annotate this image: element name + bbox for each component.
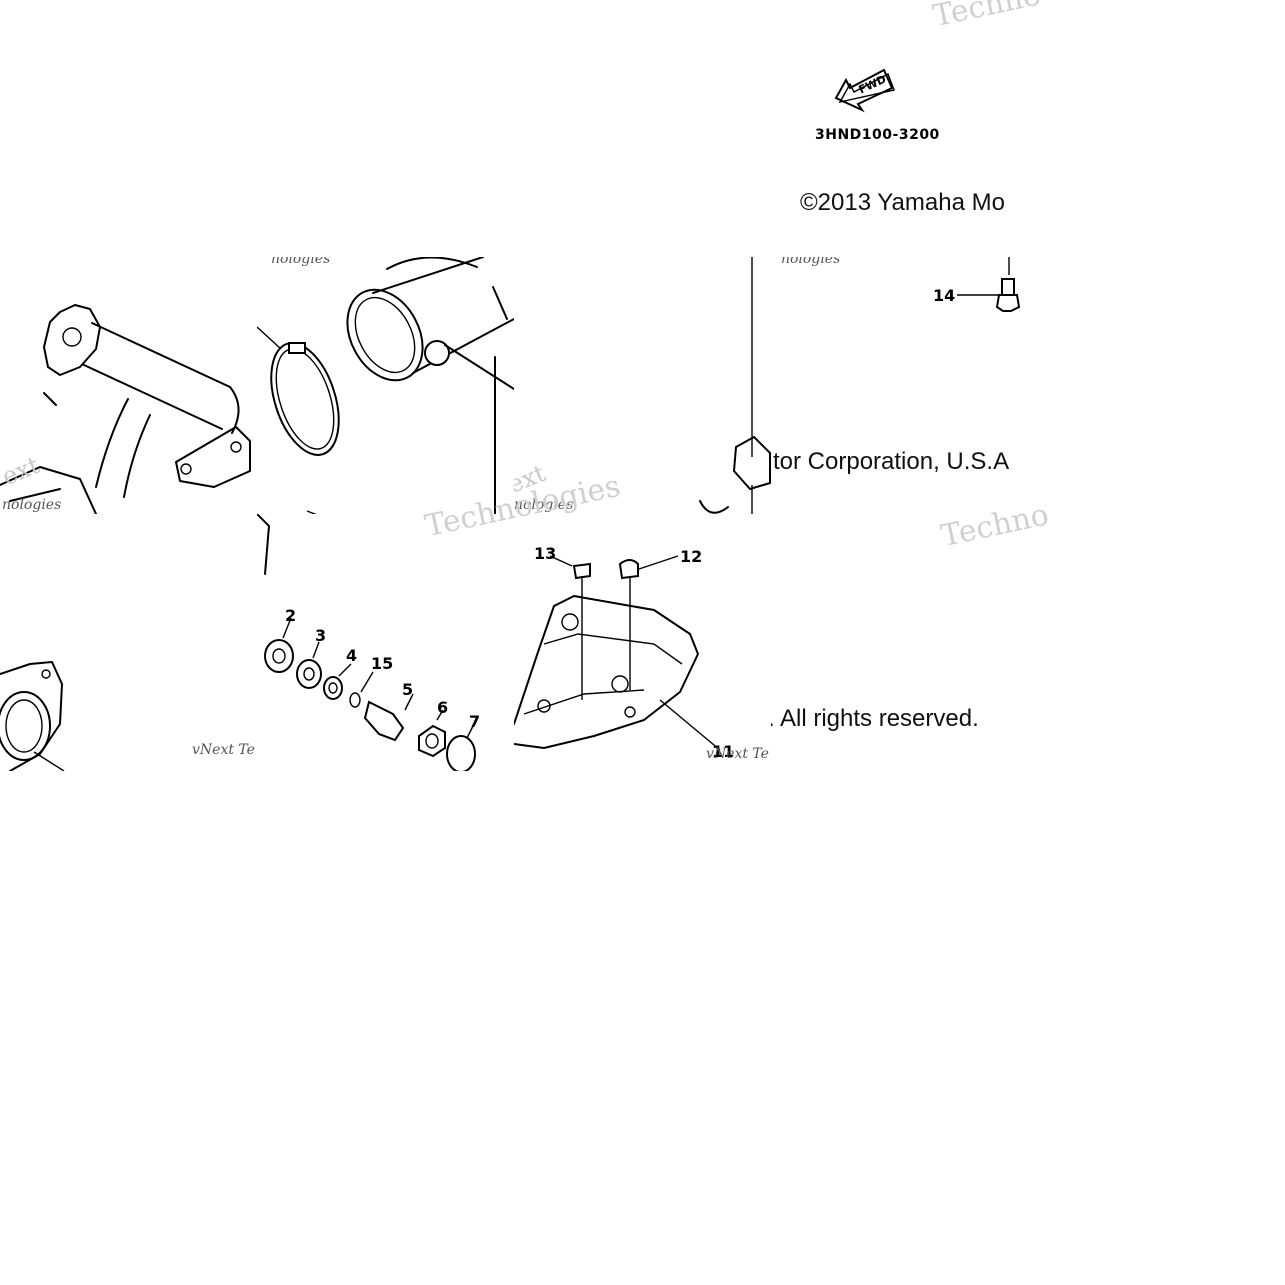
copyright-line-2: tor Corporation, U.S.A <box>773 448 1010 475</box>
bearing-stack-drawing <box>257 514 476 771</box>
copyright-line-3: . All rights reserved. <box>768 705 979 732</box>
callout-13: 13 <box>534 544 557 563</box>
callout-5: 5 <box>402 680 414 699</box>
callout-2: 2 <box>285 606 297 625</box>
tile-axle-housing: nologies ext <box>0 257 257 514</box>
callout-12: 12 <box>680 547 703 566</box>
tile-guard-top: ext nologies <box>514 257 771 514</box>
callout-6: 6 <box>437 698 449 717</box>
callout-11: 11 <box>712 742 735 761</box>
tile-clamp-boot: nologies 1 <box>257 257 514 514</box>
callout-3: 3 <box>315 626 327 645</box>
part-code: 3HND100-3200 <box>815 127 940 143</box>
watermark-fragment: nologies <box>271 257 331 267</box>
tile-bearing-stack: 2 3 4 15 5 6 7 <box>257 514 514 771</box>
watermark-fragment: vNext Te <box>706 746 769 762</box>
callout-14: 14 <box>933 286 956 305</box>
callout-7: 7 <box>469 712 481 731</box>
watermark-fragment: nologies <box>2 497 62 513</box>
watermark-fragment: nologies <box>514 497 574 513</box>
bolt-drawing <box>957 257 1021 312</box>
tile-bolt-14: nologies 14 <box>771 257 1028 514</box>
guard-panel-drawing <box>514 555 721 751</box>
watermark-text: Techno <box>930 0 1044 35</box>
axle-housing-drawing <box>0 304 251 514</box>
clamp-boot-drawing <box>257 257 514 514</box>
callout-15: 15 <box>371 654 394 673</box>
fwd-arrow-icon <box>834 68 895 113</box>
guard-top-drawing <box>699 257 771 514</box>
flange-drawing <box>0 661 65 771</box>
callout-4: 4 <box>346 646 358 665</box>
copyright-line-1: ©2013 Yamaha Mo <box>800 189 1005 216</box>
tile-guard-panel: 13 12 11 vNext Te <box>514 514 771 771</box>
watermark-fragment: nologies <box>781 257 841 267</box>
tile-flange: vNext Te <box>0 514 257 771</box>
watermark-fragment: vNext Te <box>192 742 255 758</box>
watermark-top-right: Techno <box>930 0 1044 34</box>
